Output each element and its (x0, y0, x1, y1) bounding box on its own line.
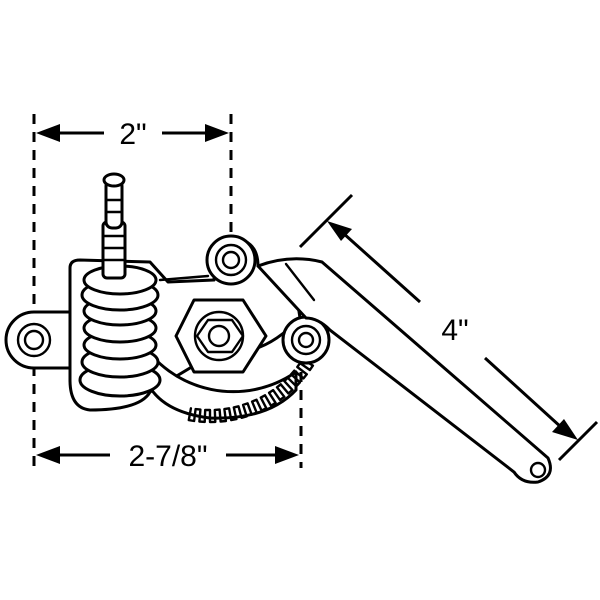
drive-shaft (101, 172, 127, 280)
bottom-width-label: 2-7/8" (128, 440, 207, 473)
worm-screw (78, 264, 162, 398)
bottom-dimension: 2-7/8" (36, 440, 299, 473)
top-dimension: 2" (36, 118, 229, 151)
operator-arm (256, 257, 552, 484)
arm-dimension: 4" (298, 193, 599, 462)
arm-length-label: 4" (441, 314, 468, 347)
left-mounting-ear (4, 310, 74, 370)
hex-nut (174, 298, 268, 374)
arm-extension-end (557, 420, 599, 462)
top-width-label: 2" (119, 118, 146, 151)
arrow-right-head (205, 124, 229, 142)
arrow-left-head (36, 124, 60, 142)
arm-extension-start (298, 193, 354, 249)
